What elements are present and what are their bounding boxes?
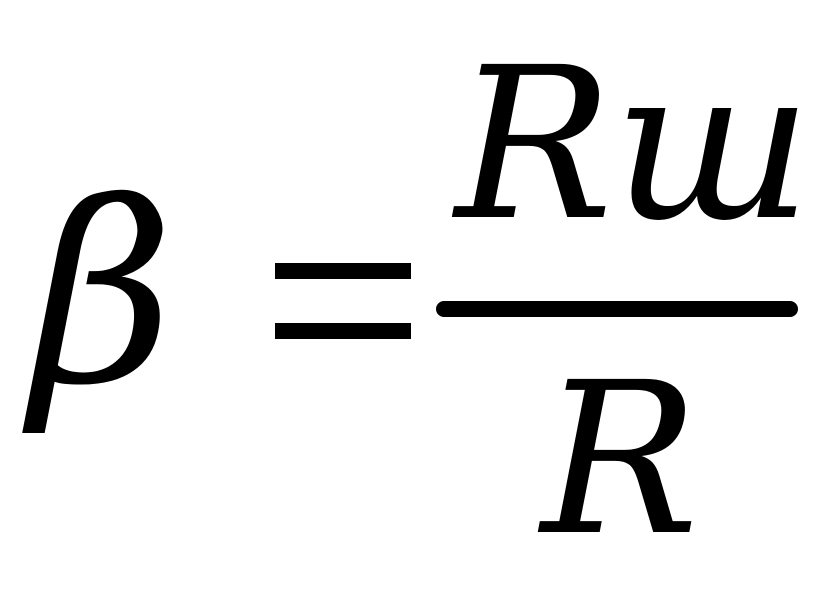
fraction-numerator: Rш	[455, 22, 813, 267]
equals-bottom-bar	[275, 323, 411, 339]
beta-symbol: β	[30, 149, 175, 440]
fraction-denominator: R	[540, 337, 700, 582]
equals-sign	[275, 263, 411, 339]
equals-top-bar	[275, 263, 411, 279]
fraction-bar	[436, 301, 798, 317]
